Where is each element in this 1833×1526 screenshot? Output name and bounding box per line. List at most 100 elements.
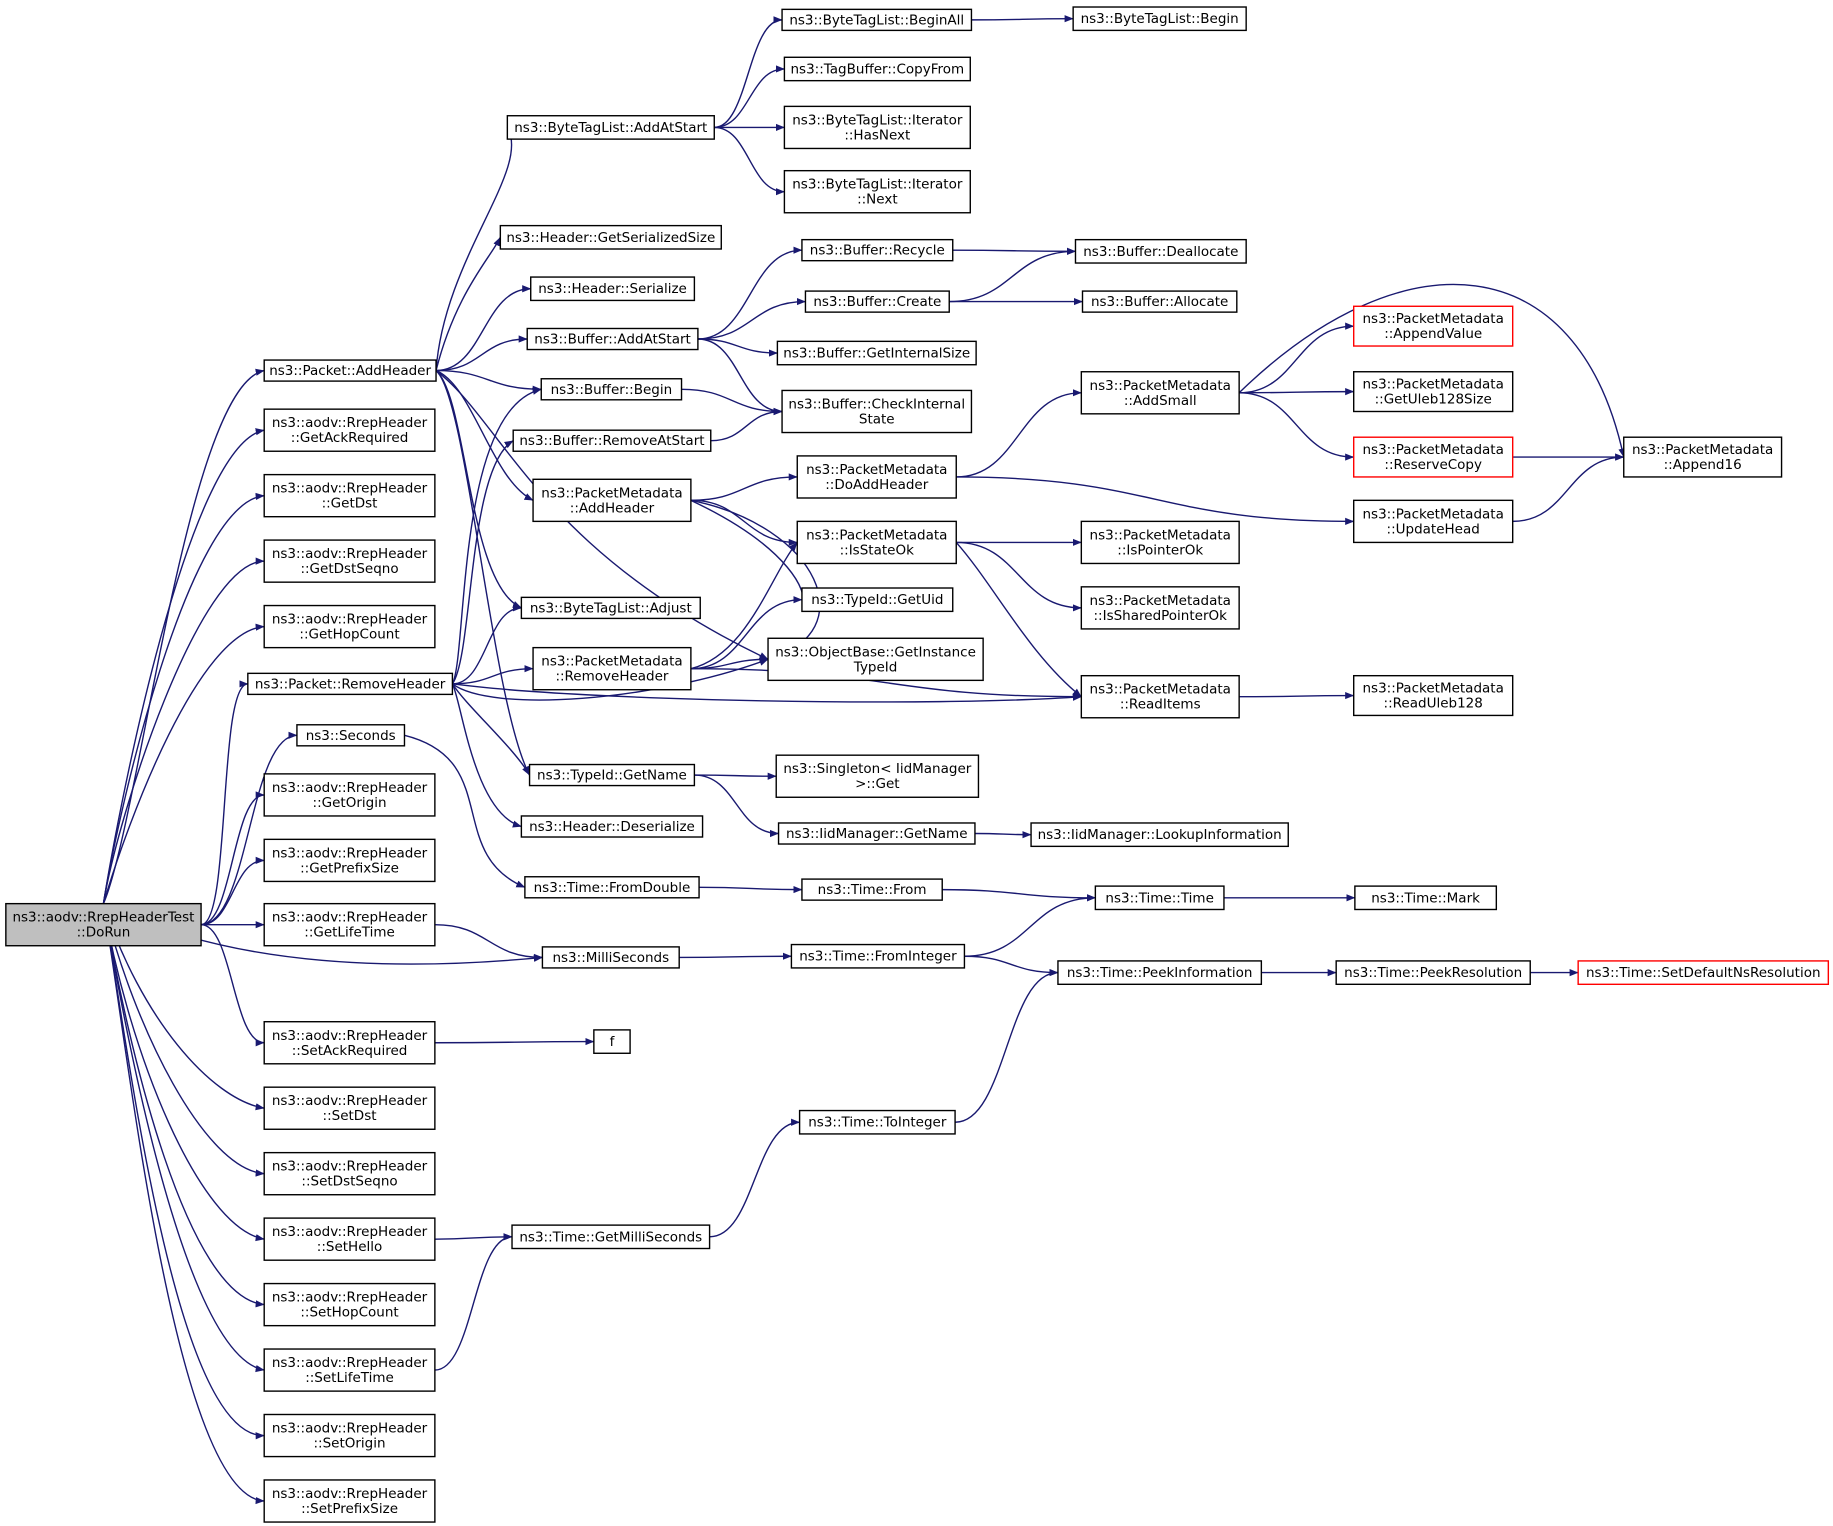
node-label: ns3::PacketMetadata <box>806 462 947 478</box>
node-pmAppend16[interactable]: ns3::PacketMetadata::Append16 <box>1623 436 1783 478</box>
node-box <box>1577 960 1830 986</box>
edge-pmReadItems-to-pmReadUleb128 <box>1239 691 1355 700</box>
node-hdrGetSerSize[interactable]: ns3::Header::GetSerializedSize <box>499 224 722 250</box>
node-label: ns3::Time::From <box>818 882 927 898</box>
node-setOrigin[interactable]: ns3::aodv::RrepHeader::SetOrigin <box>263 1413 436 1458</box>
node-label: ns3::PacketMetadata <box>806 527 947 543</box>
node-tagBufCopyFrom[interactable]: ns3::TagBuffer::CopyFrom <box>783 56 971 82</box>
node-pmIsSharedPtrOk[interactable]: ns3::PacketMetadata::IsSharedPointerOk <box>1080 586 1240 630</box>
node-bufDeallocate[interactable]: ns3::Buffer::Deallocate <box>1074 238 1247 264</box>
edge-pmAddSmall-to-pmAppendValue <box>1239 322 1355 394</box>
edge-root-to-removeHeader <box>200 680 249 926</box>
node-setDstSeqno[interactable]: ns3::aodv::RrepHeader::SetDstSeqno <box>263 1151 436 1196</box>
node-iidGetName[interactable]: ns3::IidManager::GetName <box>777 822 976 845</box>
node-label: ns3::Buffer::RemoveAtStart <box>519 433 704 449</box>
node-box <box>499 224 722 250</box>
node-getAckReq[interactable]: ns3::aodv::RrepHeader::GetAckRequired <box>263 408 436 452</box>
node-hdrDeserialize[interactable]: ns3::Header::Deserialize <box>520 815 704 838</box>
node-bufCreate[interactable]: ns3::Buffer::Create <box>804 290 950 313</box>
node-pmReadUleb128[interactable]: ns3::PacketMetadata::ReadUleb128 <box>1353 674 1514 717</box>
node-f[interactable]: f <box>593 1029 631 1054</box>
node-label: ns3::aodv::RrepHeader <box>272 1290 428 1306</box>
node-setDst[interactable]: ns3::aodv::RrepHeader::SetDst <box>263 1086 436 1130</box>
node-bufBegin[interactable]: ns3::Buffer::Begin <box>540 378 683 401</box>
node-setLifeTime[interactable]: ns3::aodv::RrepHeader::SetLifeTime <box>263 1348 436 1392</box>
node-pmReserveCopy[interactable]: ns3::PacketMetadata::ReserveCopy <box>1353 436 1514 478</box>
node-layer: ns3::aodv::RrepHeaderTest::DoRun ns3::Pac… <box>5 6 1830 1523</box>
edge-root-to-getDstSeqno <box>102 557 265 904</box>
edge-root-to-getOrigin <box>200 791 265 926</box>
node-pmGetUleb128Size[interactable]: ns3::PacketMetadata::GetUleb128Size <box>1353 371 1514 413</box>
node-btlAdjust[interactable]: ns3::ByteTagList::Adjust <box>520 596 701 620</box>
node-timeTime[interactable]: ns3::Time::Time <box>1094 885 1225 911</box>
edge-bufCreate-to-bufDeallocate <box>949 247 1076 303</box>
node-bufRemoveAtStart[interactable]: ns3::Buffer::RemoveAtStart <box>512 429 712 452</box>
node-timeFromDouble[interactable]: ns3::Time::FromDouble <box>524 876 700 899</box>
node-removeHeader[interactable]: ns3::Packet::RemoveHeader <box>247 672 454 696</box>
edge-bufRecycle-to-bufDeallocate <box>952 247 1076 255</box>
node-getPrefixSize[interactable]: ns3::aodv::RrepHeader::GetPrefixSize <box>263 838 436 883</box>
node-pmIsStateOk[interactable]: ns3::PacketMetadata::IsStateOk <box>796 520 957 565</box>
node-timeFrom[interactable]: ns3::Time::From <box>801 878 943 901</box>
node-hdrSerialize[interactable]: ns3::Header::Serialize <box>530 276 696 302</box>
node-pmAddSmall[interactable]: ns3::PacketMetadata::AddSmall <box>1080 371 1240 415</box>
node-timeToInteger[interactable]: ns3::Time::ToInteger <box>798 1109 956 1135</box>
node-pmAppendValue[interactable]: ns3::PacketMetadata::AppendValue <box>1353 305 1514 347</box>
node-label: ns3::aodv::RrepHeader <box>272 1224 428 1240</box>
edge-root-to-setDstSeqno <box>102 903 265 1177</box>
node-pmRemoveHeader[interactable]: ns3::PacketMetadata::RemoveHeader <box>532 646 692 691</box>
node-timePeekRes[interactable]: ns3::Time::PeekResolution <box>1335 960 1531 986</box>
node-label: ::SetHopCount <box>300 1305 398 1321</box>
node-box <box>263 1282 436 1327</box>
node-label: ::SetDst <box>323 1108 377 1124</box>
node-typeIdGetName[interactable]: ns3::TypeId::GetName <box>528 763 696 787</box>
node-label: ns3::aodv::RrepHeader <box>272 780 428 796</box>
node-bufAddAtStart[interactable]: ns3::Buffer::AddAtStart <box>526 327 699 351</box>
edge-timeFromInteger-to-timePeekInfo <box>964 955 1059 977</box>
node-bufRecycle[interactable]: ns3::Buffer::Recycle <box>801 238 954 262</box>
node-pmUpdateHead[interactable]: ns3::PacketMetadata::UpdateHead <box>1353 499 1514 544</box>
node-pmIsPointerOk[interactable]: ns3::PacketMetadata::IsPointerOk <box>1080 520 1240 565</box>
node-btlItNext[interactable]: ns3::ByteTagList::Iterator::Next <box>783 169 971 214</box>
node-timeMark[interactable]: ns3::Time::Mark <box>1354 885 1498 911</box>
node-box <box>783 56 971 82</box>
node-root[interactable]: ns3::aodv::RrepHeaderTest::DoRun <box>5 902 202 947</box>
node-btlItHasNext[interactable]: ns3::ByteTagList::Iterator::HasNext <box>783 105 971 150</box>
node-getLifeTime[interactable]: ns3::aodv::RrepHeader::GetLifeTime <box>263 902 436 947</box>
node-singletonGet[interactable]: ns3::Singleton< IidManager>::Get <box>775 754 980 798</box>
edge-pmDoAddHeader-to-pmAddSmall <box>956 389 1082 478</box>
node-btlBegin[interactable]: ns3::ByteTagList::Begin <box>1072 6 1247 32</box>
node-addHeader[interactable]: ns3::Packet::AddHeader <box>263 359 437 382</box>
node-box <box>777 822 976 845</box>
node-box <box>798 1109 956 1135</box>
node-bufAllocate[interactable]: ns3::Buffer::Allocate <box>1081 290 1238 313</box>
node-getHopCount[interactable]: ns3::aodv::RrepHeader::GetHopCount <box>263 604 436 649</box>
edge-bufAddAtStart-to-bufGetInternalSize <box>697 338 778 357</box>
node-box <box>520 815 704 838</box>
node-box <box>263 1348 436 1392</box>
node-timeSetDefNsRes[interactable]: ns3::Time::SetDefaultNsResolution <box>1577 960 1830 986</box>
node-timeGetMs[interactable]: ns3::Time::GetMilliSeconds <box>511 1224 711 1250</box>
node-btlBeginAll[interactable]: ns3::ByteTagList::BeginAll <box>781 8 973 32</box>
node-bufGetInternalSize[interactable]: ns3::Buffer::GetInternalSize <box>776 340 977 366</box>
node-timePeekInfo[interactable]: ns3::Time::PeekInformation <box>1057 960 1263 986</box>
node-setPrefixSize[interactable]: ns3::aodv::RrepHeader::SetPrefixSize <box>263 1479 436 1523</box>
node-getDst[interactable]: ns3::aodv::RrepHeader::GetDst <box>263 473 436 518</box>
node-setHopCount[interactable]: ns3::aodv::RrepHeader::SetHopCount <box>263 1282 436 1327</box>
node-timeFromInteger[interactable]: ns3::Time::FromInteger <box>790 943 966 969</box>
node-label: ::ReadUleb128 <box>1384 696 1483 712</box>
node-setHello[interactable]: ns3::aodv::RrepHeader::SetHello <box>263 1217 436 1261</box>
node-typeIdGetUid[interactable]: ns3::TypeId::GetUid <box>801 587 954 613</box>
node-btlAddAtStart[interactable]: ns3::ByteTagList::AddAtStart <box>506 115 715 140</box>
node-setAckReq[interactable]: ns3::aodv::RrepHeader::SetAckRequired <box>263 1021 436 1065</box>
node-getOrigin[interactable]: ns3::aodv::RrepHeader::GetOrigin <box>263 773 436 817</box>
node-pmDoAddHeader[interactable]: ns3::PacketMetadata::DoAddHeader <box>796 455 957 499</box>
node-getDstSeqno[interactable]: ns3::aodv::RrepHeader::GetDstSeqno <box>263 539 436 583</box>
node-milliSeconds[interactable]: ns3::MilliSeconds <box>541 946 680 969</box>
node-iidLookupInfo[interactable]: ns3::IidManager::LookupInformation <box>1030 822 1289 848</box>
node-pmAddHeader[interactable]: ns3::PacketMetadata::AddHeader <box>532 478 692 523</box>
node-seconds[interactable]: ns3::Seconds <box>296 724 406 747</box>
node-pmReadItems[interactable]: ns3::PacketMetadata::ReadItems <box>1080 674 1240 719</box>
